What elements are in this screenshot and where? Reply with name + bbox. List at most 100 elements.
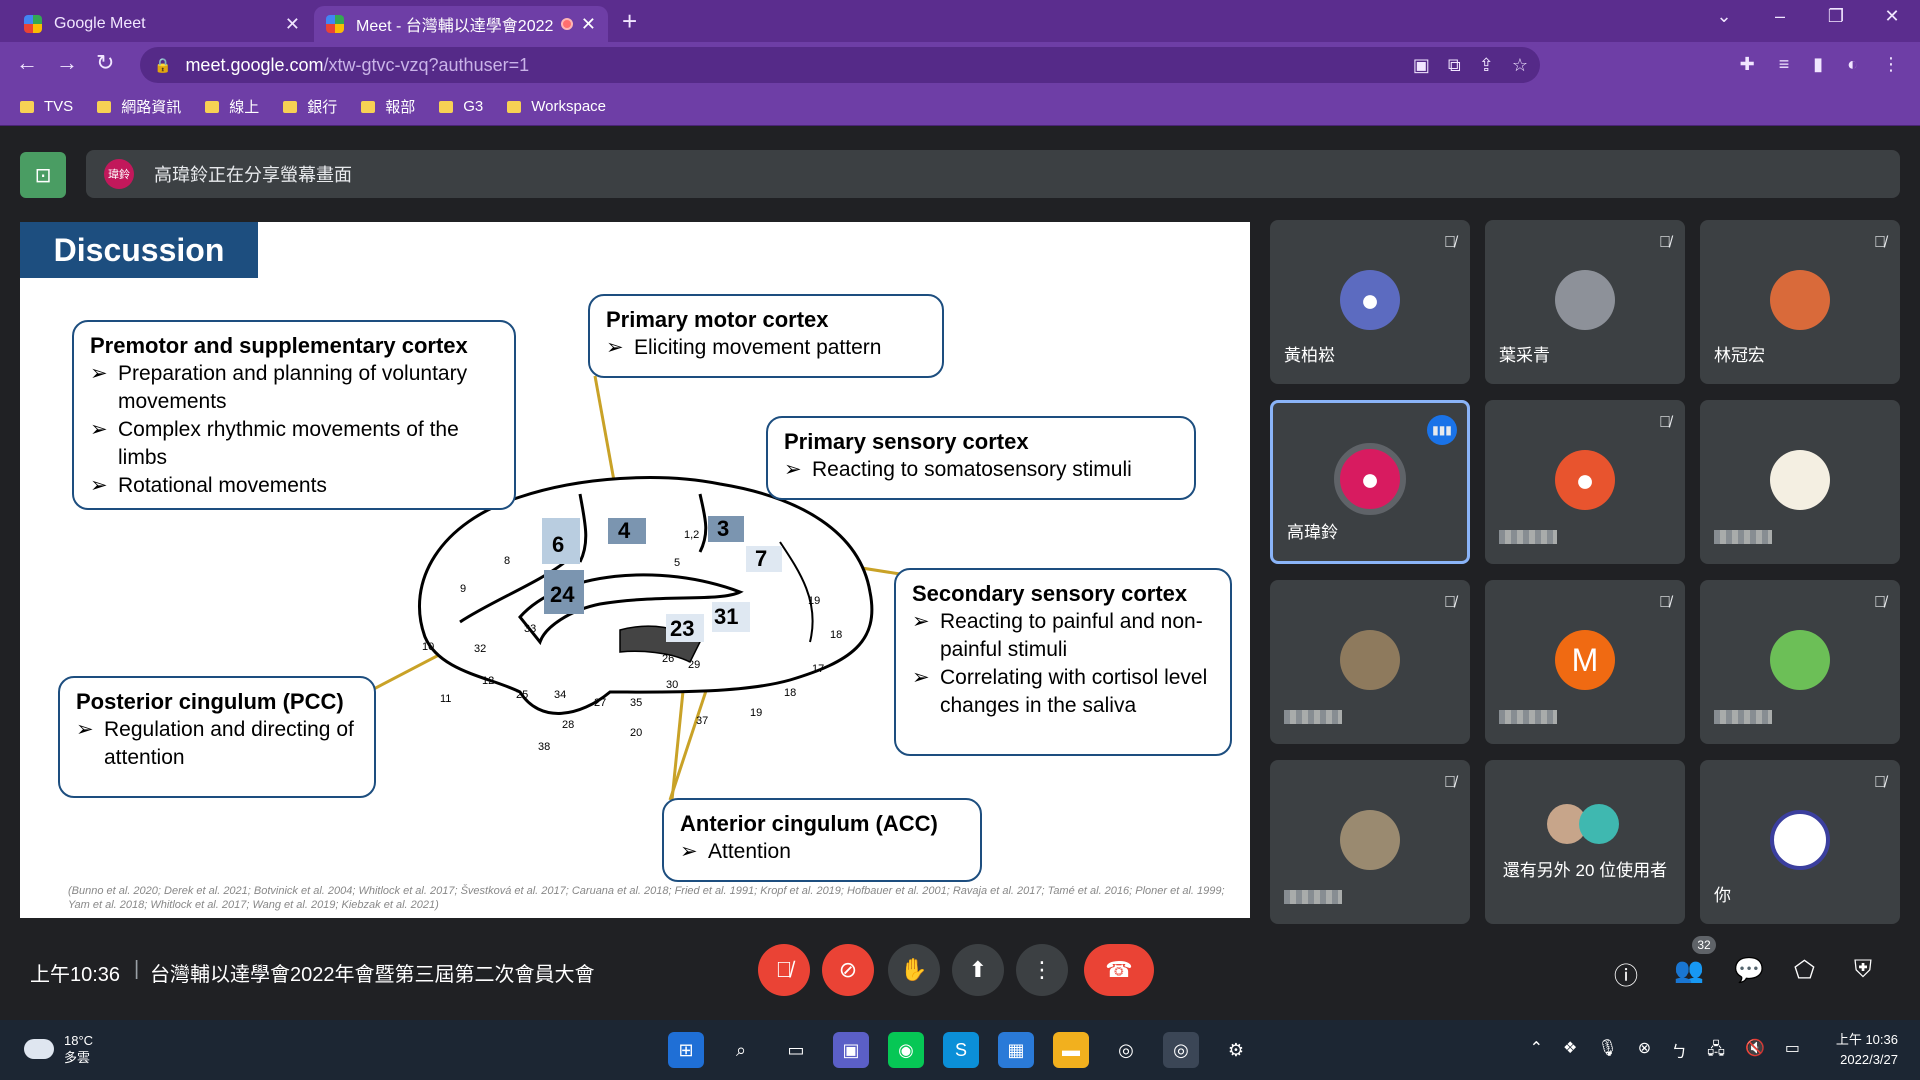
area-label-10: 10 xyxy=(422,641,434,653)
participant-tile[interactable]: 🎙̸ 葉采青 xyxy=(1485,220,1685,384)
people-count-badge: 32 xyxy=(1692,936,1716,954)
media-control-icon[interactable]: ≡ xyxy=(1778,54,1790,74)
area-label-4: 4 xyxy=(618,518,631,543)
skype-icon[interactable]: S xyxy=(943,1032,979,1068)
leave-call-button[interactable]: ☎ xyxy=(1084,944,1154,996)
folder-icon xyxy=(20,100,34,113)
forward-icon[interactable]: → xyxy=(56,50,78,75)
camera-toggle-button[interactable]: ⊘ xyxy=(822,944,874,996)
reload-icon[interactable]: ↻ xyxy=(96,50,115,75)
participant-tile[interactable]: 🎙̸ 林冠宏 xyxy=(1700,220,1900,384)
menu-icon[interactable]: ⋮ xyxy=(1882,54,1900,74)
participant-tile[interactable]: 🎙̸ xyxy=(1270,760,1470,924)
bookmark-online[interactable]: 線上 xyxy=(205,96,259,117)
people-icon[interactable]: 👥 xyxy=(1674,957,1704,984)
bookmark-star-icon[interactable]: ☆ xyxy=(1511,55,1528,75)
weather-widget[interactable]: 18°C 多雲 xyxy=(24,1032,93,1066)
tab-meet-active[interactable]: Meet - 台灣輔以達學會2022 ✕ xyxy=(314,6,608,42)
profile-icon[interactable]: ◐ xyxy=(1847,54,1858,74)
meeting-details-icon[interactable]: ⓘ xyxy=(1614,963,1638,990)
host-controls-icon[interactable]: ⛨ xyxy=(1854,956,1872,983)
chat-icon[interactable]: 💬 xyxy=(1734,957,1764,984)
person-icon: ● xyxy=(1555,450,1615,510)
mic-off-icon: 🎙̸ xyxy=(1874,234,1886,251)
presenting-banner: 瑋鈴 高瑋鈴正在分享螢幕畫面 xyxy=(86,150,1900,198)
raise-hand-button[interactable]: ✋ xyxy=(888,944,940,996)
folder-icon xyxy=(361,100,376,113)
line-icon[interactable]: ◉ xyxy=(888,1032,924,1068)
camera-icon[interactable]: ▣ xyxy=(1412,55,1430,75)
participant-tile[interactable]: 🎙̸ M xyxy=(1485,580,1685,744)
bookmark-workspace[interactable]: Workspace xyxy=(507,98,606,115)
dropbox-icon[interactable]: ❖ xyxy=(1563,1040,1578,1057)
minimize-icon[interactable]: – xyxy=(1774,6,1785,26)
participant-tile[interactable]: 🎙̸ ● xyxy=(1485,400,1685,564)
area-6-highlight xyxy=(542,518,580,564)
settings-icon[interactable]: ⚙ xyxy=(1227,1039,1245,1060)
close-circle-icon[interactable]: ⊗ xyxy=(1637,1040,1652,1057)
bookmark-report[interactable]: 報部 xyxy=(361,96,415,117)
open-external-icon[interactable]: ⧉ xyxy=(1447,55,1461,75)
volume-mute-icon[interactable]: 🔇 xyxy=(1744,1040,1765,1057)
search-icon[interactable]: ⌕ xyxy=(735,1039,747,1060)
microphone-toggle-button[interactable]: 🎙̸ xyxy=(758,944,810,996)
tab-google-meet[interactable]: Google Meet ✕ xyxy=(12,6,312,42)
chevron-up-icon[interactable]: ⌃ xyxy=(1529,1040,1544,1057)
extensions-icon[interactable]: ✚ xyxy=(1739,54,1755,74)
brain-outline xyxy=(418,476,874,715)
taskbar-clock[interactable]: 上午 10:36 2022/3/27 xyxy=(1835,1032,1898,1067)
battery-icon[interactable]: ▭ xyxy=(1784,1040,1800,1057)
slide-title: Discussion xyxy=(20,222,258,278)
bookmark-tvs[interactable]: TVS xyxy=(20,98,73,115)
more-participants-tile[interactable]: 還有另外 20 位使用者 xyxy=(1485,760,1685,924)
area-label-1-2: 1,2 xyxy=(684,529,699,541)
sulcus-4 xyxy=(779,541,814,643)
self-tile[interactable]: 🎙̸ 你 xyxy=(1700,760,1900,924)
participant-tile[interactable]: 🎙̸ ● 黃柏崧 xyxy=(1270,220,1470,384)
new-tab-icon[interactable]: + xyxy=(622,6,638,36)
calendar-icon[interactable]: ▦ xyxy=(998,1032,1034,1068)
close-tab-icon[interactable]: ✕ xyxy=(580,13,596,34)
close-window-icon[interactable]: ✕ xyxy=(1884,6,1900,26)
task-view-icon[interactable]: ▭ xyxy=(787,1039,805,1060)
bookmark-network[interactable]: 網路資訊 xyxy=(97,96,181,117)
avatar xyxy=(1555,270,1615,330)
area-label-18-bottom: 18 xyxy=(784,687,796,699)
microphone-icon[interactable]: 🎙 xyxy=(1597,1040,1618,1057)
participant-tile[interactable]: 🎙̸ xyxy=(1700,580,1900,744)
bookmark-bank[interactable]: 銀行 xyxy=(283,96,337,117)
area-label-5: 5 xyxy=(674,557,680,569)
more-options-button[interactable]: ⋮ xyxy=(1016,944,1068,996)
share-icon[interactable]: ⇪ xyxy=(1478,55,1494,75)
side-panel-icon[interactable]: ▮ xyxy=(1813,54,1824,74)
lock-icon[interactable]: 🔒 xyxy=(154,56,172,73)
mic-off-icon: 🎙̸ xyxy=(1659,594,1671,611)
folder-icon xyxy=(439,100,454,113)
close-tab-icon[interactable]: ✕ xyxy=(284,13,300,34)
participant-tile-speaking[interactable]: ▮▮▮ ● 高瑋鈴 xyxy=(1270,400,1470,564)
camera-off-icon: ⊘ xyxy=(838,957,858,982)
area-label-11: 11 xyxy=(440,693,451,705)
address-bar[interactable]: 🔒 meet.google.com/xtw-gtvc-vzq?authuser=… xyxy=(140,47,1540,83)
restore-icon[interactable]: ❐ xyxy=(1827,6,1845,26)
participant-tile[interactable] xyxy=(1700,400,1900,564)
ime-icon[interactable]: ㄅ xyxy=(1671,1044,1688,1061)
area-label-27: 27 xyxy=(594,697,606,709)
blurred-name xyxy=(1714,710,1772,724)
area-label-25: 25 xyxy=(516,689,528,701)
presenter-avatar: 瑋鈴 xyxy=(104,159,134,189)
present-now-button[interactable]: ⬆ xyxy=(952,944,1004,996)
windows-start-icon[interactable]: ⊞ xyxy=(668,1032,704,1068)
presentation-layout-button[interactable]: ⊡ xyxy=(20,152,66,198)
file-explorer-icon[interactable]: ▬ xyxy=(1053,1032,1089,1068)
teams-chat-icon[interactable]: ▣ xyxy=(833,1032,869,1068)
participant-tile[interactable]: 🎙̸ xyxy=(1270,580,1470,744)
activities-icon[interactable]: ⬠ xyxy=(1794,957,1815,984)
chrome-icon[interactable]: ◎ xyxy=(1118,1039,1134,1060)
mic-off-icon: 🎙̸ xyxy=(1444,234,1456,251)
tab-search-icon[interactable]: ⌄ xyxy=(1716,6,1732,26)
bookmark-g3[interactable]: G3 xyxy=(439,98,483,115)
chrome-profile-icon[interactable]: ◎ xyxy=(1163,1032,1199,1068)
back-icon[interactable]: ← xyxy=(16,50,38,75)
network-icon[interactable]: 🖧 xyxy=(1707,1041,1725,1058)
